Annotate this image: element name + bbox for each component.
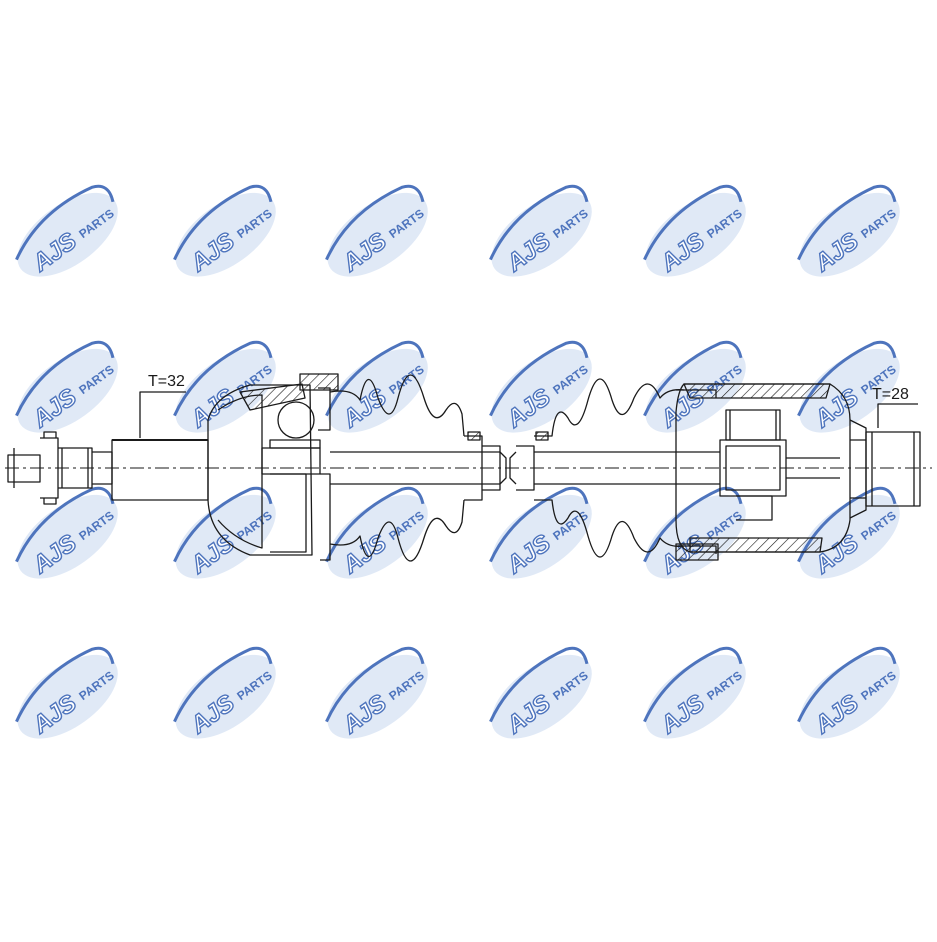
driveshaft-drawing [5,373,932,562]
watermark-swoosh-shape [645,654,746,739]
watermark-swoosh-shape [175,348,276,433]
watermark-swoosh-shape [175,494,276,579]
watermark-swoosh-shape [175,192,276,277]
intermediate-shaft [330,445,690,491]
watermark-arc [489,184,589,261]
watermark-arc [489,486,589,563]
watermark-arc [325,486,425,563]
outer-boot [329,374,483,562]
right-spline-callout [877,403,918,428]
watermark-swoosh-shape [491,348,592,433]
watermark-arc [325,184,425,261]
watermark-swoosh-shape [17,192,118,277]
watermark-arc [643,646,743,723]
left-spline-callout [139,391,186,438]
watermark-arc [489,340,589,417]
watermark-arc [173,184,273,261]
watermark-swoosh-shape [327,348,428,433]
watermark-arc [643,486,743,563]
watermark-swoosh-shape [17,654,118,739]
watermark-swoosh-shape [327,494,428,579]
inner-boot [534,378,685,558]
watermark-arc [15,340,115,417]
inner-tripod-joint [675,383,851,561]
watermark-arc [797,646,897,723]
watermark-swoosh-shape [491,192,592,277]
watermark-swoosh-shape [645,192,746,277]
watermark-arc [325,340,425,417]
left-stub-shaft [7,431,209,505]
watermark-swoosh-shape [799,494,900,579]
outer-cv-joint [207,373,339,561]
right-spline-label: T=28 [872,386,909,403]
watermark-arc [325,646,425,723]
watermark-arc [643,184,743,261]
watermark-swoosh-shape [491,494,592,579]
watermark-arc [489,646,589,723]
watermark-swoosh-shape [799,654,900,739]
watermark-arc [797,184,897,261]
watermark-arc [15,646,115,723]
watermark-swoosh-shape [17,348,118,433]
watermark-swoosh-shape [799,192,900,277]
watermark-arc [173,486,273,563]
watermark-swoosh-shape [327,192,428,277]
watermark-swoosh-shape [799,348,900,433]
watermark-arc [15,184,115,261]
watermark-swoosh-shape [645,494,746,579]
watermark-swoosh-shape [175,654,276,739]
left-spline-label: T=32 [148,373,185,390]
watermark-swoosh-shape [491,654,592,739]
watermark-swoosh-shape [327,654,428,739]
watermark-arc [15,486,115,563]
watermark-arc [173,340,273,417]
watermark-swoosh-shape [17,494,118,579]
watermark-arc [173,646,273,723]
right-stub-shaft [849,419,921,519]
